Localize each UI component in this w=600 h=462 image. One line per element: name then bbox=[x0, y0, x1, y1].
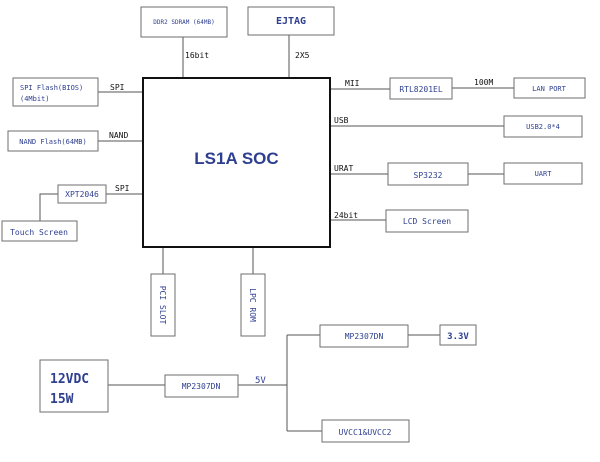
pci-slot-label: PCI SLOT bbox=[158, 286, 167, 325]
lpc-rom-box bbox=[240, 273, 266, 337]
touch-screen-label: Touch Screen bbox=[10, 228, 68, 237]
soc-chip bbox=[142, 77, 331, 248]
soc-label: LS1A SOC bbox=[194, 149, 278, 168]
xpt2046-label: XPT2046 bbox=[65, 190, 99, 199]
touch-screen-box bbox=[1, 220, 78, 242]
sp3232-label: SP3232 bbox=[414, 171, 443, 180]
spi-flash-bus-label: SPI bbox=[110, 83, 125, 92]
lan-speed-label: 100M bbox=[474, 78, 493, 87]
power-in-label-2: 15W bbox=[50, 392, 74, 407]
sp3232-box bbox=[387, 162, 469, 186]
ddr2-bus-label: 16bit bbox=[185, 51, 209, 60]
touch-link bbox=[39, 193, 58, 221]
mp2307dn-main-label: MP2307DN bbox=[182, 382, 221, 391]
nand-bus-label: NAND bbox=[109, 131, 128, 140]
link-labels: 16bit 2X5 SPI NAND SPI MII 100M USB URAT… bbox=[109, 51, 493, 386]
ejtag-box bbox=[247, 6, 335, 36]
spi-flash-label-2: (4Mbit) bbox=[20, 95, 50, 103]
rtl8201el-box bbox=[389, 77, 453, 100]
xpt2046-box bbox=[57, 184, 107, 204]
lcd-box bbox=[385, 209, 469, 233]
lcd-label: LCD Screen bbox=[403, 217, 451, 226]
blocks bbox=[1, 6, 586, 443]
rtl8201el-label: RTL8201EL bbox=[399, 85, 443, 94]
mii-label: MII bbox=[345, 79, 360, 88]
uart-box bbox=[503, 162, 583, 185]
ddr2-label: DDR2 SDRAM (64MB) bbox=[153, 19, 214, 26]
ejtag-label: EJTAG bbox=[276, 16, 306, 27]
mp2307dn-upper-box bbox=[319, 324, 409, 348]
lcd-bus-label: 24bit bbox=[334, 211, 358, 220]
lan-port-label: LAN PORT bbox=[532, 85, 567, 93]
nand-flash-box bbox=[7, 130, 99, 152]
power-in-label-1: 12VDC bbox=[50, 372, 89, 387]
usb-bus-label: USB bbox=[334, 116, 349, 125]
power-in-box bbox=[39, 359, 109, 413]
nand-flash-label: NAND Flash(64MB) bbox=[19, 138, 86, 146]
usb-label: USB2.0*4 bbox=[526, 123, 560, 131]
ejtag-bus-label: 2X5 bbox=[295, 51, 310, 60]
spi-flash-box bbox=[12, 77, 99, 107]
uvcc-label: UVCC1&UVCC2 bbox=[339, 428, 392, 437]
ddr2-box bbox=[140, 6, 228, 38]
uvcc-box bbox=[321, 419, 410, 443]
connections bbox=[39, 35, 514, 432]
v33-label: 3.3V bbox=[447, 332, 469, 342]
mp2307dn-upper-label: MP2307DN bbox=[345, 332, 384, 341]
uart-bus-label: URAT bbox=[334, 164, 353, 173]
lpc-rom-label: LPC ROM bbox=[248, 288, 257, 322]
spi-flash-label-1: SPI Flash(BIOS) bbox=[20, 84, 83, 92]
power-rail-label: 5V bbox=[255, 376, 266, 386]
usb-box bbox=[503, 115, 583, 138]
xpt-bus-label: SPI bbox=[115, 184, 130, 193]
uart-label: UART bbox=[535, 170, 553, 178]
block-labels: LS1A SOC DDR2 SDRAM (64MB) EJTAG SPI Fla… bbox=[10, 16, 567, 437]
v33-box bbox=[439, 324, 477, 346]
mp2307dn-main-box bbox=[164, 374, 239, 398]
lan-port-box bbox=[513, 77, 586, 99]
pci-slot-box bbox=[150, 273, 176, 337]
